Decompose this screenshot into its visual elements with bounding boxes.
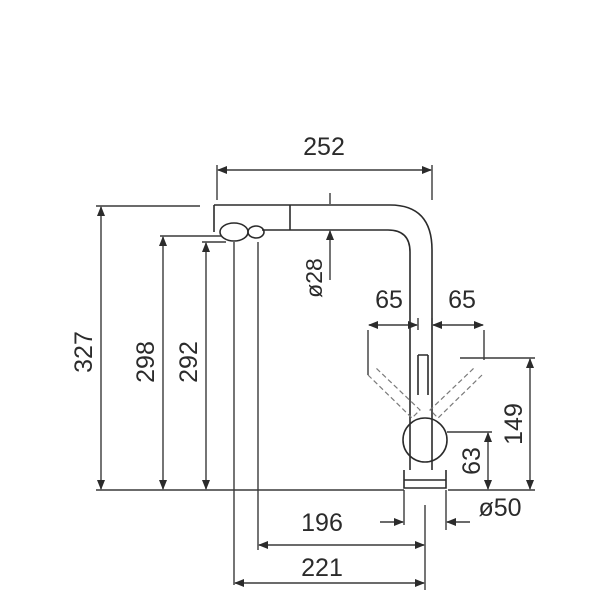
- label-overall-height: 327: [70, 331, 98, 373]
- label-swivel-right: 65: [448, 286, 476, 314]
- spray-head: [219, 222, 249, 242]
- spout-bottom-edge: [262, 229, 411, 470]
- body-column: [417, 354, 429, 395]
- label-base-diameter: ø50: [478, 494, 521, 522]
- faucet-outline: [213, 204, 448, 489]
- label-height-to-outlet: 298: [132, 341, 160, 383]
- dimension-lines: [96, 165, 535, 590]
- base: [403, 470, 447, 489]
- swivel-range: [367, 330, 485, 419]
- handle-ball: [402, 417, 448, 463]
- spout-top-edge: [214, 204, 433, 470]
- swivel-left-wing: [367, 367, 421, 419]
- label-handle-height: 63: [458, 447, 486, 475]
- swivel-right-wing: [429, 367, 483, 419]
- label-reach-outer: 221: [301, 554, 343, 582]
- label-spout-diameter: ø28: [301, 258, 327, 298]
- spray-head-button: [247, 225, 265, 239]
- dimension-labels: 252 327 298 292 ø28 65 65 149 63 ø50 196…: [70, 133, 528, 582]
- label-swivel-left: 65: [375, 286, 403, 314]
- label-height-to-handle: 292: [175, 341, 203, 383]
- label-overall-width: 252: [303, 133, 345, 161]
- label-swivel-height: 149: [500, 403, 528, 445]
- label-reach-inner: 196: [301, 509, 343, 537]
